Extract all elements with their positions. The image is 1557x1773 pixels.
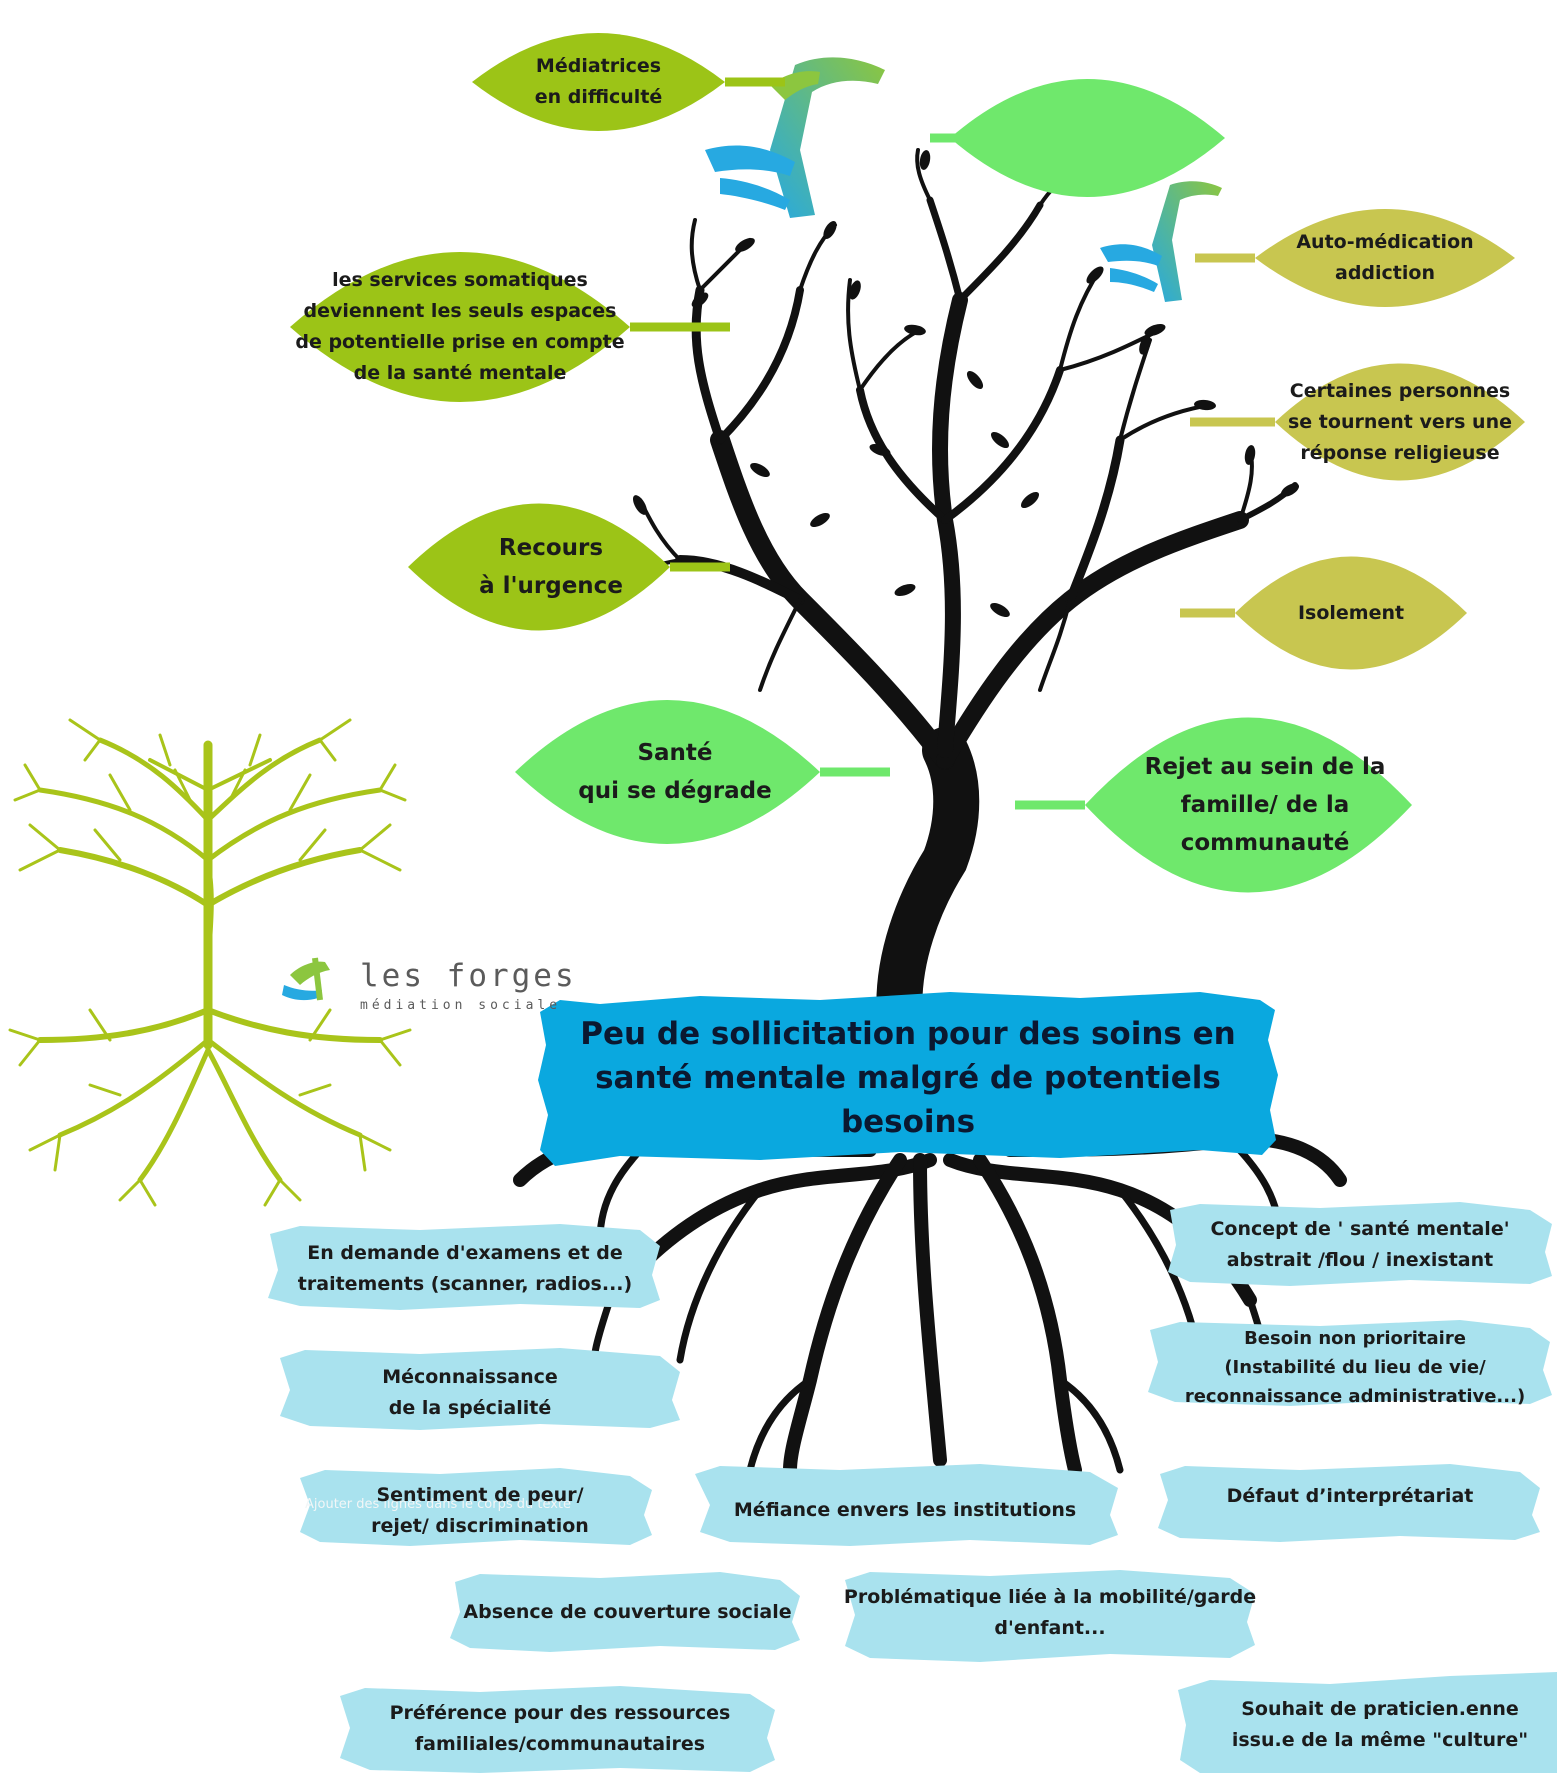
- root-line: En demande d'examens et de: [307, 1242, 623, 1264]
- leaf-line: Recours: [498, 535, 604, 561]
- root-line: familiales/communautaires: [414, 1733, 706, 1755]
- root-line: Problématique liée à la mobilité/garde: [843, 1586, 1257, 1608]
- leaf-line: qui se dégrade: [578, 778, 772, 804]
- leaf-line: Certaines personnes: [1289, 379, 1511, 402]
- leaf-line: Santé: [637, 740, 713, 766]
- root-line: d'enfant...: [994, 1617, 1106, 1639]
- root-mefiance-text: Méfiance envers les institutions: [700, 1490, 1110, 1530]
- leaf-services-somatiques-text: les services somatiques deviennent les s…: [290, 267, 630, 387]
- leaf-sante-degrade-text: Santé qui se dégrade: [530, 732, 820, 812]
- leaf-religieuse-text: Certaines personnes se tournent vers une…: [1275, 374, 1525, 470]
- leaf-shapes: [290, 33, 1525, 893]
- leaf-line: en difficulté: [534, 86, 663, 108]
- leaf-line: de la santé mentale: [353, 362, 567, 384]
- root-line: (Instabilité du lieu de vie/: [1224, 1356, 1486, 1378]
- leaf-line: à l'urgence: [479, 573, 623, 599]
- title-line: santé mentale malgré de potentiels: [595, 1060, 1221, 1096]
- root-meconnaissance-text: Méconnaissance de la spécialité: [290, 1358, 650, 1428]
- title-line: Peu de sollicitation pour des soins en: [580, 1016, 1236, 1052]
- root-mobilite-text: Problématique liée à la mobilité/garde d…: [843, 1578, 1257, 1648]
- leaf-auto-medication-text: Auto-médication addiction: [1255, 218, 1515, 298]
- root-line: traitements (scanner, radios...): [297, 1273, 633, 1295]
- leaf-line: Rejet au sein de la: [1144, 754, 1386, 780]
- central-problem-title: Peu de sollicitation pour des soins en s…: [548, 1008, 1268, 1148]
- root-line: Méfiance envers les institutions: [733, 1498, 1077, 1521]
- root-brushes: [268, 1202, 1557, 1773]
- root-couverture-text: Absence de couverture sociale: [460, 1592, 795, 1632]
- root-line: Préférence pour des ressources: [389, 1702, 731, 1724]
- leaf-line: famille/ de la: [1180, 792, 1350, 818]
- root-line: reconnaissance administrative...): [1184, 1385, 1526, 1407]
- leaf-line: les services somatiques: [332, 269, 588, 291]
- hands-icon-small: [1100, 181, 1222, 302]
- leaf-isolement-text: Isolement: [1235, 593, 1467, 633]
- root-interpretariat-text: Défaut d’interprétariat: [1165, 1476, 1535, 1516]
- root-line: abstrait /flou / inexistant: [1226, 1249, 1494, 1271]
- root-ressources-text: Préférence pour des ressources familiale…: [350, 1694, 770, 1764]
- leaf-line: communauté: [1180, 830, 1350, 856]
- leaf-mediatrices-text: Médiatrices en difficulté: [472, 42, 725, 122]
- leaf-line: de potentielle prise en compte: [295, 331, 625, 353]
- logo-hands-icon: [282, 957, 330, 1001]
- root-concept-text: Concept de ' santé mentale' abstrait /fl…: [1175, 1210, 1545, 1280]
- title-banner: [538, 992, 1278, 1166]
- root-line: Absence de couverture sociale: [463, 1600, 792, 1623]
- root-examens-text: En demande d'examens et de traitements (…: [280, 1234, 650, 1304]
- leaf-line: Isolement: [1297, 601, 1405, 624]
- logo-tree: [8, 718, 412, 1207]
- root-line: Défaut d’interprétariat: [1226, 1484, 1474, 1507]
- placeholder-text: Ajouter des lignes dans le corps du text…: [305, 1497, 572, 1512]
- leaf-line: addiction: [1335, 262, 1435, 284]
- leaf-line: deviennent les seuls espaces: [303, 300, 617, 322]
- root-line: Sentiment de peur/: [376, 1484, 584, 1506]
- root-line: Méconnaissance: [382, 1366, 558, 1388]
- root-line: Besoin non prioritaire: [1244, 1327, 1466, 1349]
- title-line: besoins: [840, 1104, 976, 1140]
- root-line: issu.e de la même "culture": [1231, 1729, 1529, 1751]
- root-peur-text: Sentiment de peur/ rejet/ discrimination: [300, 1476, 660, 1546]
- root-line: Concept de ' santé mentale': [1210, 1218, 1510, 1240]
- root-line: Souhait de praticien.enne: [1241, 1698, 1519, 1720]
- logo-subtitle: médiation sociale: [360, 998, 562, 1013]
- root-line: de la spécialité: [388, 1397, 552, 1419]
- logo-name: les forges: [360, 958, 577, 994]
- root-praticien-text: Souhait de praticien.enne issu.e de la m…: [1215, 1690, 1545, 1760]
- leaf-line: réponse religieuse: [1300, 441, 1500, 464]
- leaf-line: Médiatrices: [535, 55, 662, 77]
- root-line: rejet/ discrimination: [371, 1515, 589, 1537]
- leaf-urgence-text: Recours à l'urgence: [420, 527, 682, 607]
- leaf-rejet-famille-text: Rejet au sein de la famille/ de la commu…: [1100, 748, 1430, 862]
- root-besoin-text: Besoin non prioritaire (Instabilité du l…: [1160, 1323, 1550, 1411]
- leaf-line: Auto-médication: [1296, 231, 1474, 253]
- leaf-line: se tournent vers une: [1288, 410, 1512, 433]
